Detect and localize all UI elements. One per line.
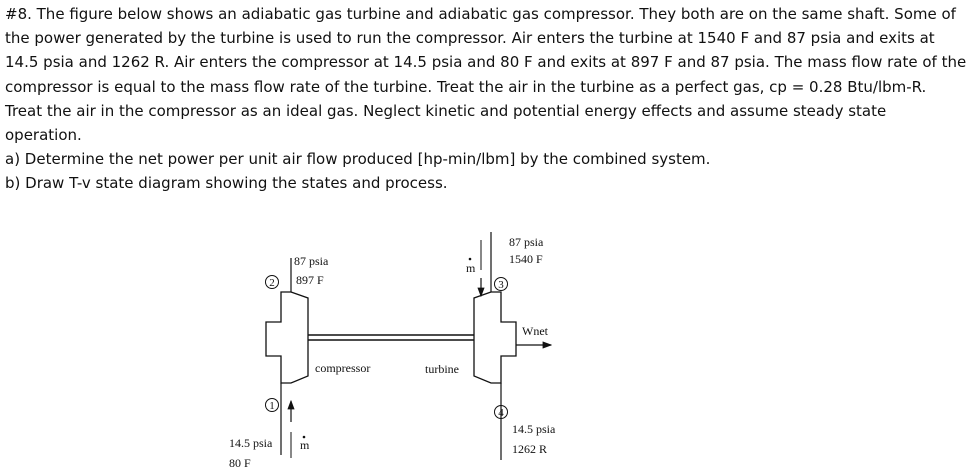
wnet-label: Wnet — [522, 324, 549, 338]
compressor-label: compressor — [315, 361, 370, 375]
state-3-temperature: 1540 F — [509, 252, 543, 266]
part-a: a) Determine the net power per unit air … — [5, 150, 711, 169]
compressor-mdot-label: m — [300, 438, 310, 452]
turbine-shape — [473, 291, 517, 384]
problem-text: #8. The figure below shows an adiabatic … — [5, 2, 967, 196]
state-1-pressure: 14.5 psia — [229, 436, 273, 450]
state-2-marker — [265, 275, 279, 289]
compressor-mdot-dot — [302, 435, 306, 439]
turbine-mdot-dot — [468, 257, 472, 261]
state-2-pressure: 87 psia — [294, 254, 329, 268]
part-b: b) Draw T-v state diagram showing the st… — [5, 174, 448, 193]
state-1-temperature: 80 F — [229, 456, 251, 470]
state-2-number: 2 — [269, 277, 275, 289]
state-1-marker — [265, 398, 279, 412]
state-1-number: 1 — [269, 400, 275, 412]
state-4-temperature: 1262 R — [512, 442, 547, 456]
state-3-pressure: 87 psia — [509, 235, 544, 249]
state-3-marker — [494, 277, 508, 291]
state-3-number: 3 — [498, 279, 504, 291]
turbine-label: turbine — [425, 362, 459, 376]
compressor-shape — [265, 291, 309, 384]
problem-statement: #8. The figure below shows an adiabatic … — [5, 5, 967, 145]
state-4-marker — [494, 405, 508, 419]
state-4-number: 4 — [498, 407, 504, 419]
state-2-temperature: 897 F — [296, 273, 324, 287]
state-4-pressure: 14.5 psia — [512, 422, 556, 436]
turbine-mdot-label: m — [466, 261, 476, 275]
